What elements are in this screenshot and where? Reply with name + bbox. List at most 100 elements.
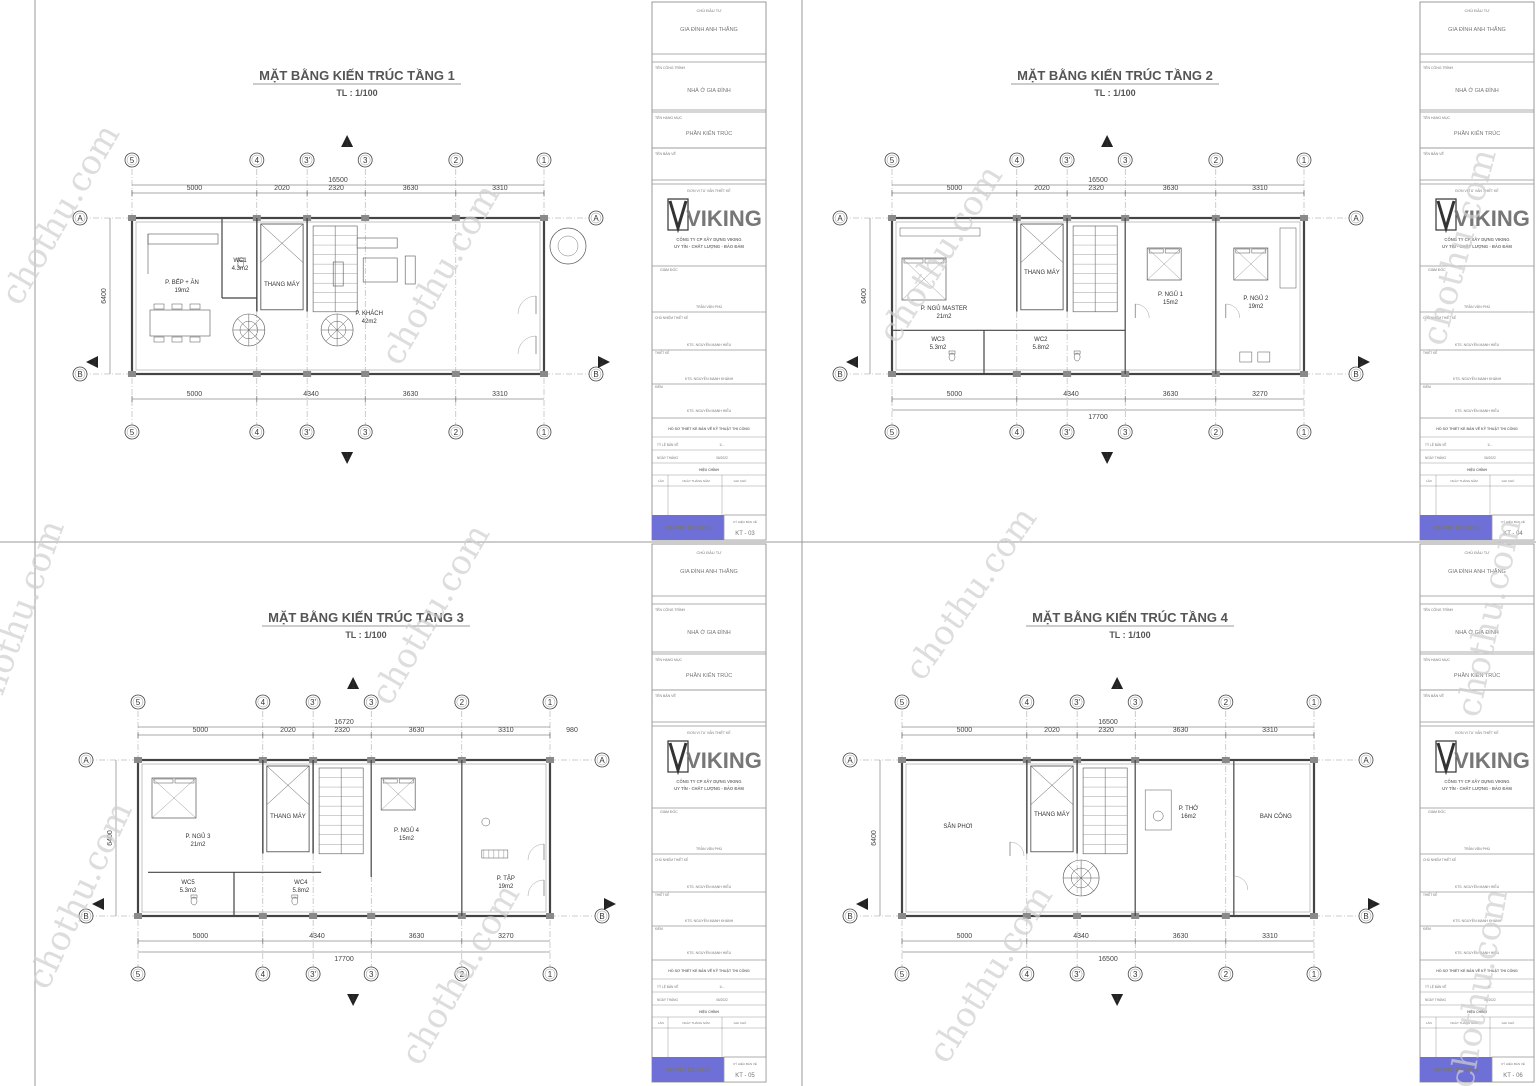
owner-name: GIA ĐÌNH ANH THẮNG	[1448, 567, 1506, 575]
director-label: GIÁM ĐỐC	[1428, 809, 1446, 814]
grid-bubble-inner	[257, 968, 269, 980]
chair	[1239, 351, 1253, 363]
dimension-top: 3310	[498, 727, 514, 734]
date-label: NGÀY THÁNG	[657, 998, 678, 1002]
grid-label: 1	[1302, 156, 1307, 165]
elevator-icon	[260, 223, 304, 311]
rev-col-2: NGÀY THÁNG NĂM	[682, 1021, 710, 1025]
door-swing-icon	[1134, 303, 1150, 319]
grid-label: 4	[1025, 970, 1030, 979]
dimension-top: 5000	[947, 185, 963, 192]
grid-bubble-inner	[1129, 968, 1141, 980]
room-area: 5.3m2	[930, 345, 947, 351]
exterior-wall	[130, 216, 546, 376]
design-name: KTS. NGUYỄN MẠNH KHÁNH	[1453, 918, 1502, 923]
grid-label: 3'	[304, 156, 310, 165]
dimension-top: 5000	[193, 727, 209, 734]
pillow	[174, 778, 195, 784]
sheet-code-label: KÝ HIỆU BẢN VẼ	[733, 519, 757, 524]
plan-scale: TL : 1/100	[1094, 88, 1135, 98]
elevator-cross	[1020, 223, 1064, 263]
sheet-code-box	[723, 514, 767, 541]
rosette-spoke	[325, 329, 338, 342]
dimension-total-top: 16500	[1098, 719, 1118, 726]
rosette-spoke	[1080, 877, 1095, 891]
check-label: KIỂM	[655, 384, 663, 389]
grid-label: 1	[1312, 970, 1317, 979]
grid-label: 1	[1302, 428, 1307, 437]
pillow	[382, 778, 398, 784]
section-arrow-icon: 1	[347, 677, 360, 690]
grid-bubble-inner	[1350, 212, 1362, 224]
section-arrow	[1358, 356, 1370, 368]
toilet-icon	[948, 350, 956, 362]
title-block-frame	[1419, 1, 1535, 541]
section-label: 1	[345, 139, 350, 148]
toilet-bowl	[1073, 352, 1081, 362]
item-label: TÊN HẠNG MỤC	[655, 657, 683, 662]
logo-frame	[667, 198, 689, 231]
sheet-3: MẶT BẰNG KIẾN TRÚC TẦNG 3TL : 1/10055443…	[78, 610, 616, 1006]
toilet-icon	[237, 257, 245, 269]
rev-col-2: NGÀY THÁNG NĂM	[1450, 479, 1478, 483]
grid-bubble-inner	[1360, 754, 1372, 766]
altar-icon	[1144, 789, 1172, 831]
stage-text: HỒ SƠ THIẾT KẾ BẢN VẼ KỸ THUẬT THI CÔNG	[668, 968, 750, 973]
door-arc	[517, 295, 537, 315]
grid-bubble-inner	[1061, 154, 1073, 166]
grid-bubble-inner	[1220, 696, 1232, 708]
design-name: KTS. NGUYỄN MẠNH KHÁNH	[1453, 376, 1502, 381]
rev-col-2: NGÀY THÁNG NĂM	[682, 479, 710, 483]
grid-bubble-inner	[456, 968, 468, 980]
elevator-icon	[266, 765, 310, 853]
grid-label: 3'	[310, 970, 316, 979]
wall-inner-line	[895, 221, 1301, 371]
pillow	[903, 258, 924, 264]
column	[361, 371, 370, 377]
section-arrow-icon: 1	[1111, 677, 1124, 690]
room-name: THANG MÁY	[1024, 269, 1060, 276]
column	[367, 913, 376, 919]
grid-bubble-inner	[896, 696, 908, 708]
grid-label: B	[837, 370, 842, 379]
room-area: 19m2	[174, 288, 190, 294]
scale-value: 1/...	[1487, 985, 1492, 989]
grid-label: 3'	[1074, 698, 1080, 707]
room-name: THANG MÁY	[270, 813, 306, 820]
rosette-spoke	[1068, 877, 1082, 891]
watermark-text: chothu.com	[897, 500, 1045, 688]
section-label: 1	[1105, 139, 1110, 148]
column	[303, 371, 312, 377]
column	[1221, 913, 1230, 919]
designer-box	[651, 725, 767, 809]
grid-bubble-inner	[1210, 426, 1222, 438]
designer-box	[651, 183, 767, 267]
grid-bubble-inner	[251, 154, 263, 166]
plan-scale: TL : 1/100	[345, 630, 386, 640]
watermark-text: chothu.com	[0, 117, 128, 311]
item-name: PHẦN KIẾN TRÚC	[1454, 130, 1500, 137]
treadmill-icon	[481, 849, 509, 859]
dimension-bottom: 3630	[1163, 391, 1179, 398]
director-label: GIÁM ĐỐC	[1428, 267, 1446, 272]
grid-label: 2	[1224, 698, 1229, 707]
grid-bubble-inner	[596, 910, 608, 922]
section-label: 2	[862, 900, 867, 909]
grid-label: A	[847, 756, 853, 765]
rosette-spoke	[336, 318, 349, 331]
sheet-code: KT - 03	[735, 531, 755, 537]
revision-label: HIỆU CHỈNH	[699, 1009, 719, 1014]
rev-col-3: GHI CHÚ	[1502, 1020, 1515, 1025]
stair-icon	[1082, 767, 1128, 855]
room-name: WC3	[931, 337, 945, 343]
dimension-total-bottom: 16500	[1098, 956, 1118, 963]
column	[128, 215, 136, 221]
grid-bubble-inner	[301, 426, 313, 438]
owner-name: GIA ĐÌNH ANH THẮNG	[680, 25, 738, 33]
chair	[171, 336, 183, 343]
owner-label: CHỦ ĐẦU TƯ	[1464, 550, 1490, 555]
date-value: 06/2022	[716, 456, 728, 460]
column	[1073, 913, 1082, 919]
section-arrow-icon: 1	[341, 452, 354, 464]
